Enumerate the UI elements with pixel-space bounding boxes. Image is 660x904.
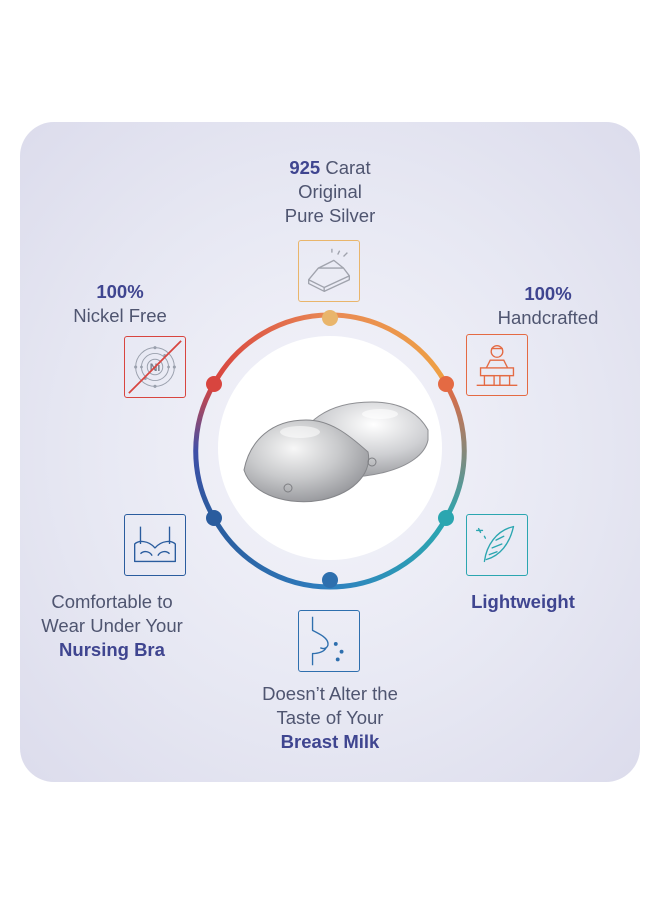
ring-dot-handcrafted <box>438 376 454 392</box>
breast-milk-icon <box>298 610 360 672</box>
craftsman-icon <box>466 334 528 396</box>
silver-bar-icon <box>298 240 360 302</box>
ring-dot-nickel <box>206 376 222 392</box>
ring-dot-lightweight <box>438 510 454 526</box>
feature-lightweight-label: Lightweight <box>452 590 594 614</box>
silver-line2: Original <box>298 181 362 202</box>
ring-dot-silver <box>322 310 338 326</box>
silver-cups-image <box>243 401 429 503</box>
milk-line3: Breast Milk <box>280 731 380 752</box>
silver-bold: 925 <box>289 157 321 178</box>
bra-line1: Comfortable to <box>51 591 173 612</box>
ring-dot-bra <box>206 510 222 526</box>
feature-milk-label: Doesn’t Alter the Taste of Your Breast M… <box>220 682 440 754</box>
bra-line3: Nursing Bra <box>59 639 165 660</box>
feature-nickel-label: 100% Nickel Free <box>52 280 188 328</box>
feather-icon <box>466 514 528 576</box>
nickel-line1: 100% <box>96 281 144 302</box>
bra-line2: Wear Under Your <box>41 615 183 636</box>
milk-line2: Taste of Your <box>276 707 384 728</box>
handcrafted-line1: 100% <box>524 283 572 304</box>
milk-line1: Doesn’t Alter the <box>262 683 398 704</box>
feature-handcrafted-label: 100% Handcrafted <box>478 282 618 330</box>
feature-silver-label: 925 Carat Original Pure Silver <box>230 156 430 228</box>
nickel-free-icon: Ni <box>124 336 186 398</box>
ring-dot-milk <box>322 572 338 588</box>
nursing-bra-icon <box>124 514 186 576</box>
nickel-line2: Nickel Free <box>73 305 167 326</box>
silver-line3: Pure Silver <box>284 205 376 226</box>
silver-line1: Carat <box>320 157 371 178</box>
handcrafted-line2: Handcrafted <box>497 307 599 328</box>
lightweight-line1: Lightweight <box>471 591 575 612</box>
feature-bra-label: Comfortable to Wear Under Your Nursing B… <box>22 590 202 662</box>
